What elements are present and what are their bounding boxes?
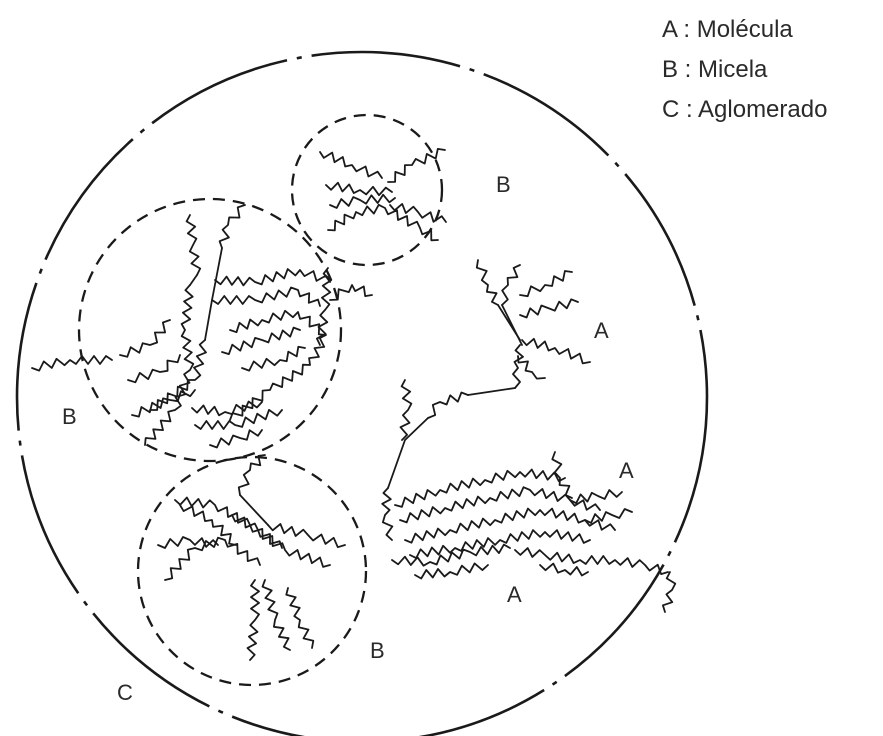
molecule-chain: [388, 149, 445, 182]
molecule-chain: [520, 271, 572, 296]
molecule-chain: [205, 248, 222, 340]
molecule-chain: [502, 305, 522, 345]
label-molecule-1: A: [594, 318, 609, 343]
molecule-chain: [477, 260, 498, 305]
molecule-chain: [132, 390, 195, 417]
molecule-chain: [128, 355, 180, 382]
molecule-chains: [32, 149, 675, 660]
molecule-chain: [212, 288, 320, 307]
molecule-chain: [401, 380, 412, 440]
molecule-chain: [32, 356, 112, 371]
molecule-chain: [248, 580, 260, 660]
molecule-chain: [215, 269, 330, 285]
molecule-chain: [187, 215, 201, 275]
label-micelle-bottom: B: [370, 638, 385, 663]
molecule-chain: [518, 356, 545, 379]
molecule-chain: [220, 205, 245, 248]
molecule-chain: [410, 530, 590, 558]
molecule-chain: [515, 548, 668, 574]
molecule-chain: [242, 347, 305, 371]
micelle-circle-bottom: [138, 457, 366, 685]
molecule-chain: [585, 509, 632, 523]
molecule-chain: [328, 205, 438, 241]
molecule-chain: [395, 470, 565, 507]
molecule-chain: [382, 488, 392, 540]
molecule-chain: [522, 339, 590, 364]
molecule-chain: [502, 265, 520, 305]
label-agglomerate: C: [117, 680, 133, 705]
molecule-chain: [230, 311, 326, 420]
molecule-chain: [263, 580, 291, 650]
molecule-chain: [232, 515, 282, 548]
agglomerate-circle: [17, 52, 707, 736]
molecule-chain: [320, 152, 382, 178]
molecule-chain: [145, 285, 193, 445]
molecule-chain: [540, 564, 588, 576]
molecule-chain: [415, 563, 488, 578]
molecule-chain: [239, 455, 265, 495]
micelle-circle-top: [292, 115, 442, 265]
label-micelle-top: B: [496, 172, 511, 197]
micelle-circle-left: [79, 199, 341, 461]
molecule-chain: [570, 490, 622, 503]
molecule-chain: [405, 509, 615, 543]
molecule-chain: [663, 572, 675, 612]
label-molecule-2: A: [619, 458, 634, 483]
molecule-chain: [520, 299, 578, 317]
molecule-chain: [513, 345, 523, 388]
molecule-chain: [210, 430, 262, 448]
molecule-chain: [428, 393, 468, 419]
molecule-chain: [330, 195, 395, 208]
label-molecule-3: A: [507, 582, 522, 607]
molecule-chain: [388, 418, 428, 488]
molecule-chain: [326, 183, 392, 196]
molecule-chain: [190, 275, 197, 285]
label-micelle-left: B: [62, 404, 77, 429]
molecule-chain: [468, 388, 515, 395]
molecule-chain: [286, 588, 313, 648]
molecule-chain: [120, 320, 170, 357]
